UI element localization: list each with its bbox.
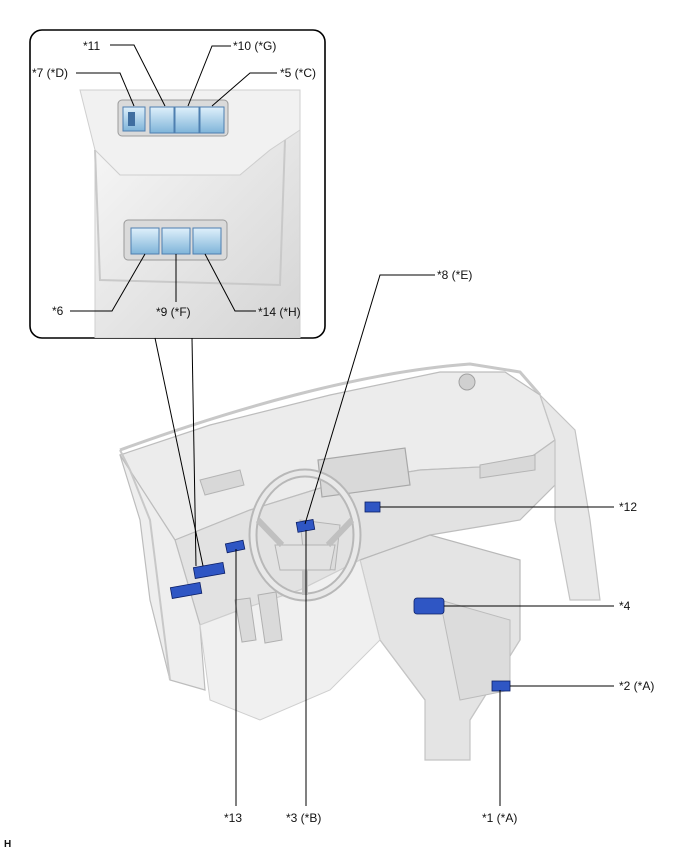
callout-13: *13 [224,811,242,825]
callout-8: *8 (*E) [437,268,472,282]
callout-14: *14 (*H) [258,305,301,319]
callout-labels: *11 *10 (*G) *7 (*D) *5 (*C) *6 *9 (*F) … [4,39,654,850]
callout-3: *3 (*B) [286,811,321,825]
callout-11: *11 [83,39,100,53]
vehicle-interior-illustration [119,362,601,761]
inset-switch-panel-view [29,29,326,339]
callout-6: *6 [52,304,64,318]
corner-mark: H [4,839,11,850]
callout-12: *12 [619,500,637,514]
callout-4: *4 [619,599,631,613]
connector-4 [413,597,445,615]
connector-13-switch-group [192,562,226,579]
callout-5: *5 (*C) [280,66,316,80]
callout-1: *1 (*A) [482,811,517,825]
connector-6-9-14-switch-group [169,582,203,599]
leader-lines [70,44,614,806]
connector-12 [364,501,381,513]
callout-2: *2 (*A) [619,679,654,693]
callout-9: *9 (*F) [156,305,191,319]
callout-10: *10 (*G) [233,39,276,53]
callout-7: *7 (*D) [32,66,68,80]
connector-markers [169,501,511,692]
connector-2 [491,680,511,692]
